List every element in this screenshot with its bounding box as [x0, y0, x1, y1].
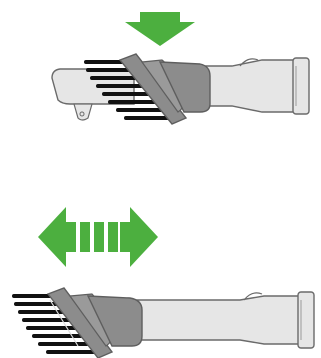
brush-collar-extended [46, 287, 143, 358]
handle-end-2 [297, 291, 315, 349]
step-1 [51, 12, 310, 125]
tool-body-extended [133, 291, 315, 349]
brush-collar [118, 53, 211, 125]
handle-end [292, 57, 310, 115]
step-2 [12, 207, 315, 358]
arrow-down-icon [125, 12, 195, 46]
arrow-left-right-striped-icon [38, 207, 158, 267]
